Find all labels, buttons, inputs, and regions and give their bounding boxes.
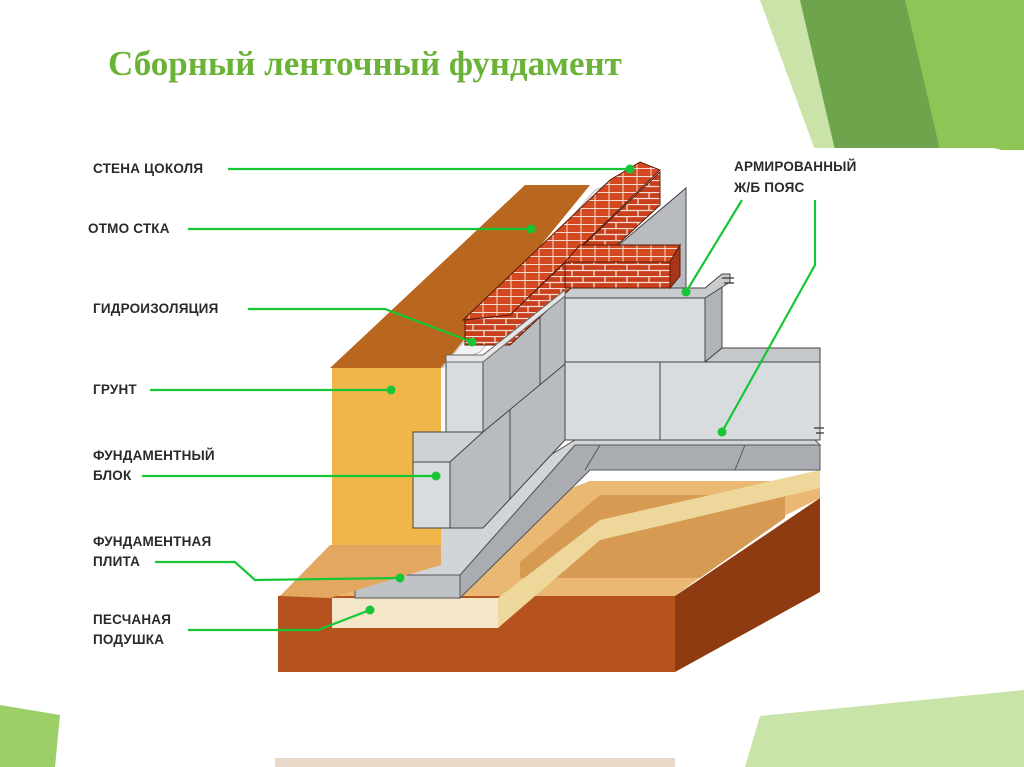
label-belt-line1: АРМИРОВАННЫЙ (734, 159, 857, 174)
decor-bottom-left (0, 705, 60, 767)
leader-dot (386, 385, 396, 395)
leader-dot (431, 471, 441, 481)
block-right-upper (564, 294, 706, 363)
leader-dot (625, 164, 635, 174)
brick-wall-cross-top (563, 244, 681, 263)
label-wall: СТЕНА ЦОКОЛЯ (93, 161, 204, 176)
rebar-ends (722, 277, 824, 434)
leader-dot (526, 224, 536, 234)
label-belt-line2: Ж/Б ПОЯС (734, 180, 805, 195)
label-block-line2: БЛОК (93, 468, 132, 483)
block-column-lower (412, 461, 451, 529)
decor-bottom-right (745, 690, 1024, 767)
block-right-lower-top (703, 347, 821, 363)
leader-dot (395, 573, 405, 583)
plate-joint (584, 444, 601, 471)
leader-sand (188, 608, 371, 632)
leader-belt-lower (721, 200, 817, 433)
leader-lines (142, 167, 817, 632)
brick-wall-cross-face (564, 261, 671, 289)
pit-floor (520, 495, 785, 578)
ground-side-face (675, 498, 820, 672)
sand-cushion-front (332, 598, 498, 628)
plate-joint (734, 444, 746, 471)
label-soil: ГРУНТ (93, 382, 137, 397)
label-plate-line2: ПЛИТА (93, 554, 141, 569)
block-joint (482, 363, 566, 433)
label-sand-line2: ПОДУШКА (93, 632, 165, 647)
brick-wall-long-face (464, 170, 661, 346)
sand-cushion-side (498, 470, 820, 628)
waterproofing-layer (445, 288, 566, 363)
decor-shape-pale (760, 0, 835, 150)
label-block-line1: ФУНДАМЕНТНЫЙ (93, 448, 215, 463)
leader-dot (681, 287, 691, 297)
label-sand-line1: ПЕСЧАНАЯ (93, 612, 172, 627)
block-right-lower (564, 361, 821, 441)
soil-slope-top (330, 185, 590, 368)
label-waterproofing: ГИДРОИЗОЛЯЦИЯ (93, 301, 219, 316)
decor-bottom-strip (275, 758, 675, 767)
leader-waterproofing (248, 307, 473, 344)
leader-plate (155, 560, 401, 582)
soil-lower-ledge (280, 545, 441, 598)
leader-belt-upper (685, 199, 743, 293)
block-column-upper (445, 359, 484, 433)
leader-dot (717, 427, 727, 437)
leader-dot (365, 605, 375, 615)
label-otmostka: ОТМО СТКА (88, 221, 170, 236)
label-plate-line1: ФУНДАМЕНТНАЯ (93, 534, 212, 549)
brick-wall-cross-side (669, 243, 681, 290)
leader-dot (467, 337, 477, 347)
page-title: Сборный ленточный фундамент (108, 44, 622, 83)
leader-dots (365, 164, 727, 615)
decor-shape-light (905, 0, 1024, 150)
